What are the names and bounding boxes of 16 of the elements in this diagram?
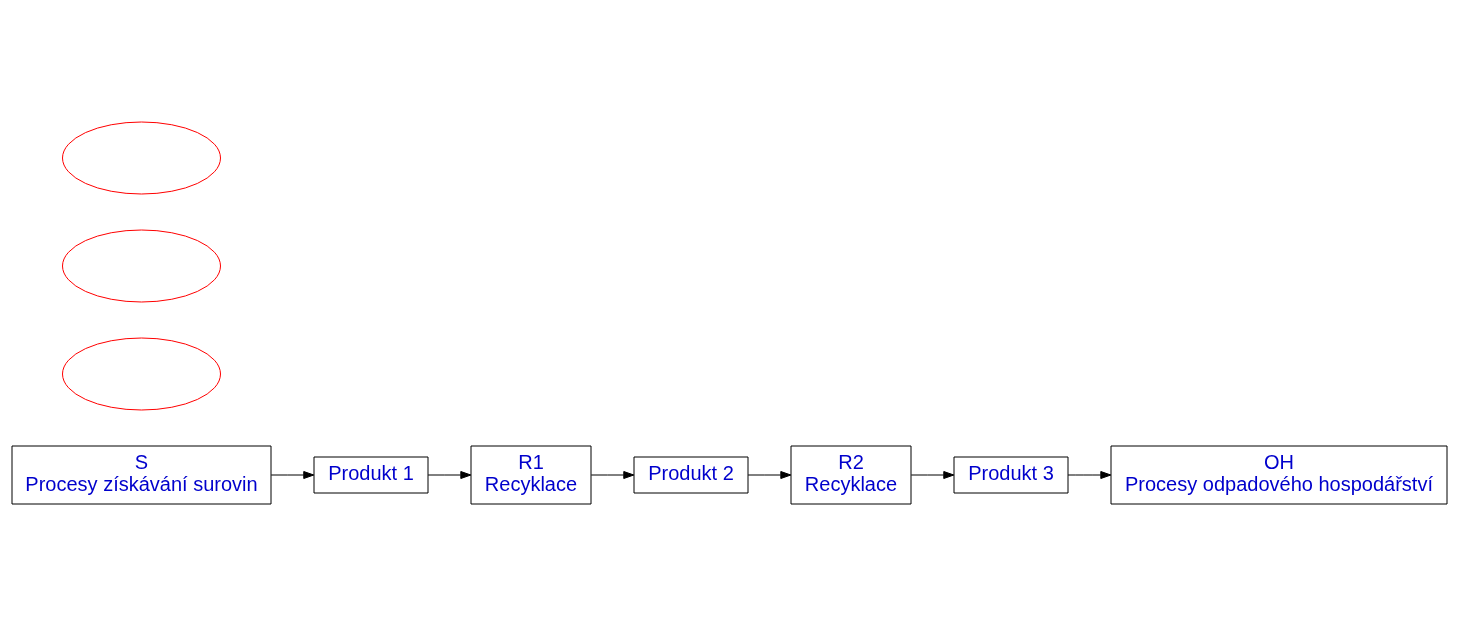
arrow: [747, 471, 792, 479]
node-box: R2 Recyklace: [790, 445, 912, 505]
node-box: Produkt 3: [953, 456, 1069, 494]
node-ellipse: [62, 337, 221, 411]
arrow: [910, 471, 955, 479]
node-box: OH Procesy odpadového hospodářství: [1110, 445, 1448, 505]
node-box: S Procesy získávání surovin: [11, 445, 272, 505]
arrow: [1067, 471, 1112, 479]
node-box: R1 Recyklace: [470, 445, 592, 505]
arrow: [590, 471, 635, 479]
node-box: Produkt 1: [313, 456, 429, 494]
arrow: [270, 471, 315, 479]
node-ellipse: [62, 121, 221, 195]
node-box: Produkt 2: [633, 456, 749, 494]
arrow: [427, 471, 472, 479]
node-ellipse: [62, 229, 221, 303]
